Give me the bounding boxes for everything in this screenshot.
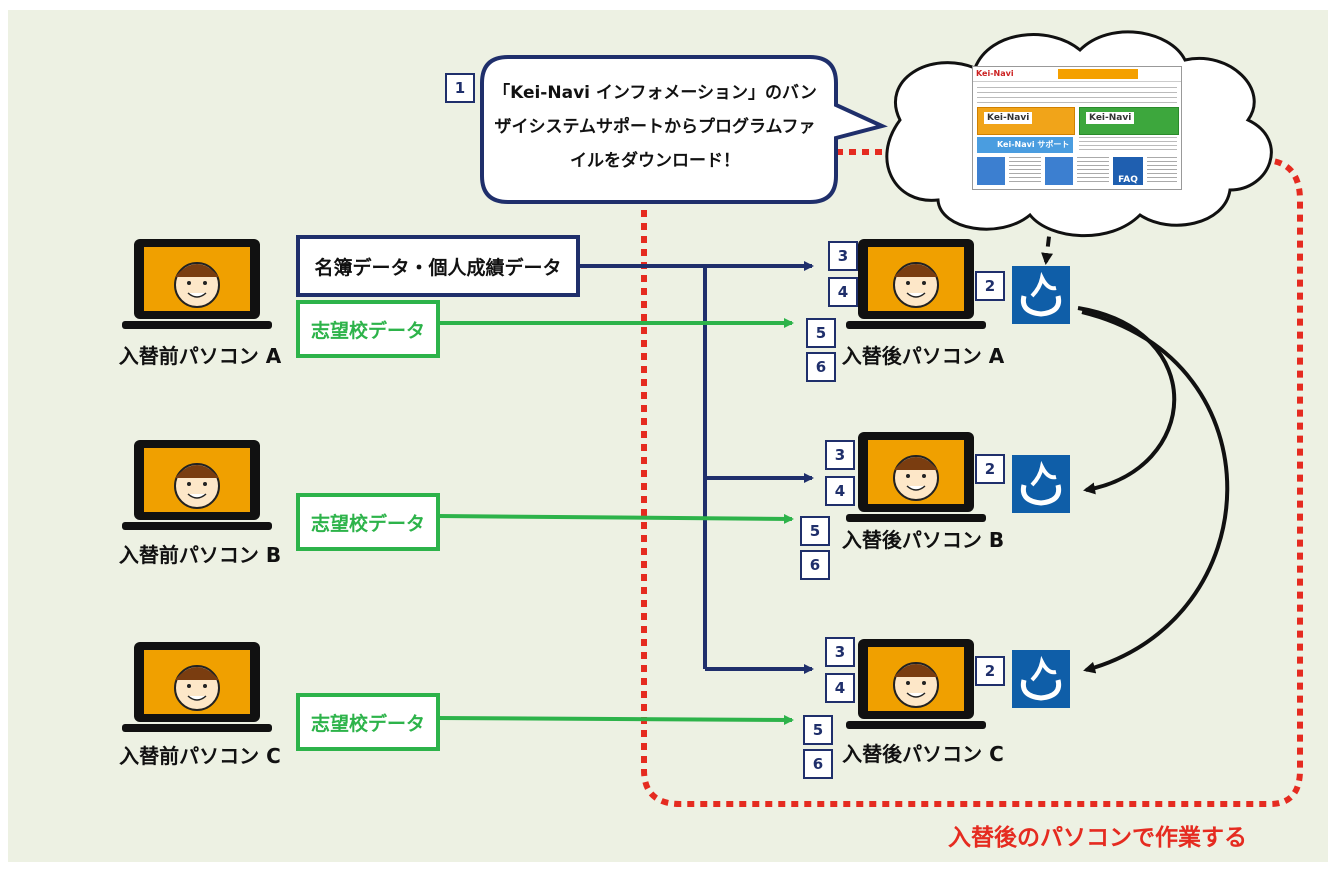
swirl-icon [1012,650,1070,708]
roster-data-box: 名簿データ・個人成績データ [296,235,580,297]
website-thumbnail: Kei-Navi Kei-Navi Kei-Navi Kei-Navi サポート… [972,66,1182,190]
old-pc-b-label: 入替前パソコン B [118,543,282,567]
old-pc-c-label: 入替前パソコン C [119,744,281,768]
speech-bubble [480,55,888,204]
new-pc-c-label: 入替後パソコン C [842,742,1004,766]
site-faq-tile: FAQ [1113,157,1143,185]
step-3-badge-b: 3 [825,440,855,470]
new-pc-a-label: 入替後パソコン A [841,344,1005,368]
site-header: Kei-Navi [973,67,1181,82]
laptop-icon [122,642,272,732]
new-pc-b-label: 入替後パソコン B [841,528,1005,552]
old-pc-b [122,438,272,540]
old-pc-c [122,640,272,742]
step-5-badge-b: 5 [800,516,830,546]
banzai-app-icon-c [1012,650,1070,712]
pref-line-b [437,513,794,524]
step-6-badge-c: 6 [803,749,833,779]
laptop-icon [122,440,272,530]
laptop-icon [122,239,272,329]
new-pc-c [846,637,986,737]
step-4-badge-a: 4 [828,277,858,307]
step-4-badge-b: 4 [825,476,855,506]
work-area-caption: 入替後のパソコンで作業する [948,825,1247,851]
work-area-border [641,157,1303,807]
old-pc-a [122,237,272,339]
step-1-badge: 1 [445,73,475,103]
new-pc-b [846,430,986,530]
step-3-badge-a: 3 [828,241,858,271]
step-4-badge-c: 4 [825,673,855,703]
step-2-badge-a: 2 [975,271,1005,301]
banzai-app-icon-b [1012,455,1070,517]
copy-arrow-to-b [1077,306,1177,495]
swirl-icon [1012,455,1070,513]
step-6-badge-a: 6 [806,352,836,382]
site-header-text: Kei-Navi [976,69,1014,78]
site-banner-left: Kei-Navi [977,107,1075,135]
pref-data-box-b: 志望校データ [296,493,440,551]
site-banner-right: Kei-Navi [1079,107,1179,135]
laptop-icon [846,432,986,522]
pref-data-box-a: 志望校データ [296,300,440,358]
step-2-badge-c: 2 [975,656,1005,686]
new-pc-a [846,237,986,337]
step-3-badge-c: 3 [825,637,855,667]
step-5-badge-a: 5 [806,318,836,348]
swirl-icon [1012,266,1070,324]
step-6-badge-b: 6 [800,550,830,580]
site-support-bar: Kei-Navi サポート [977,137,1073,153]
old-pc-a-label: 入替前パソコン A [118,344,282,368]
callout-text: 「Kei-Navi インフォメーション」のバンザイシステムサポートからプログラム… [493,83,817,171]
pref-line-c [437,714,794,725]
step-2-badge-b: 2 [975,454,1005,484]
laptop-icon [846,239,986,329]
laptop-icon [846,639,986,729]
copy-arrow-to-c [1081,310,1230,674]
banzai-app-icon-a [1012,266,1070,328]
step-5-badge-c: 5 [803,715,833,745]
pref-data-box-c: 志望校データ [296,693,440,751]
